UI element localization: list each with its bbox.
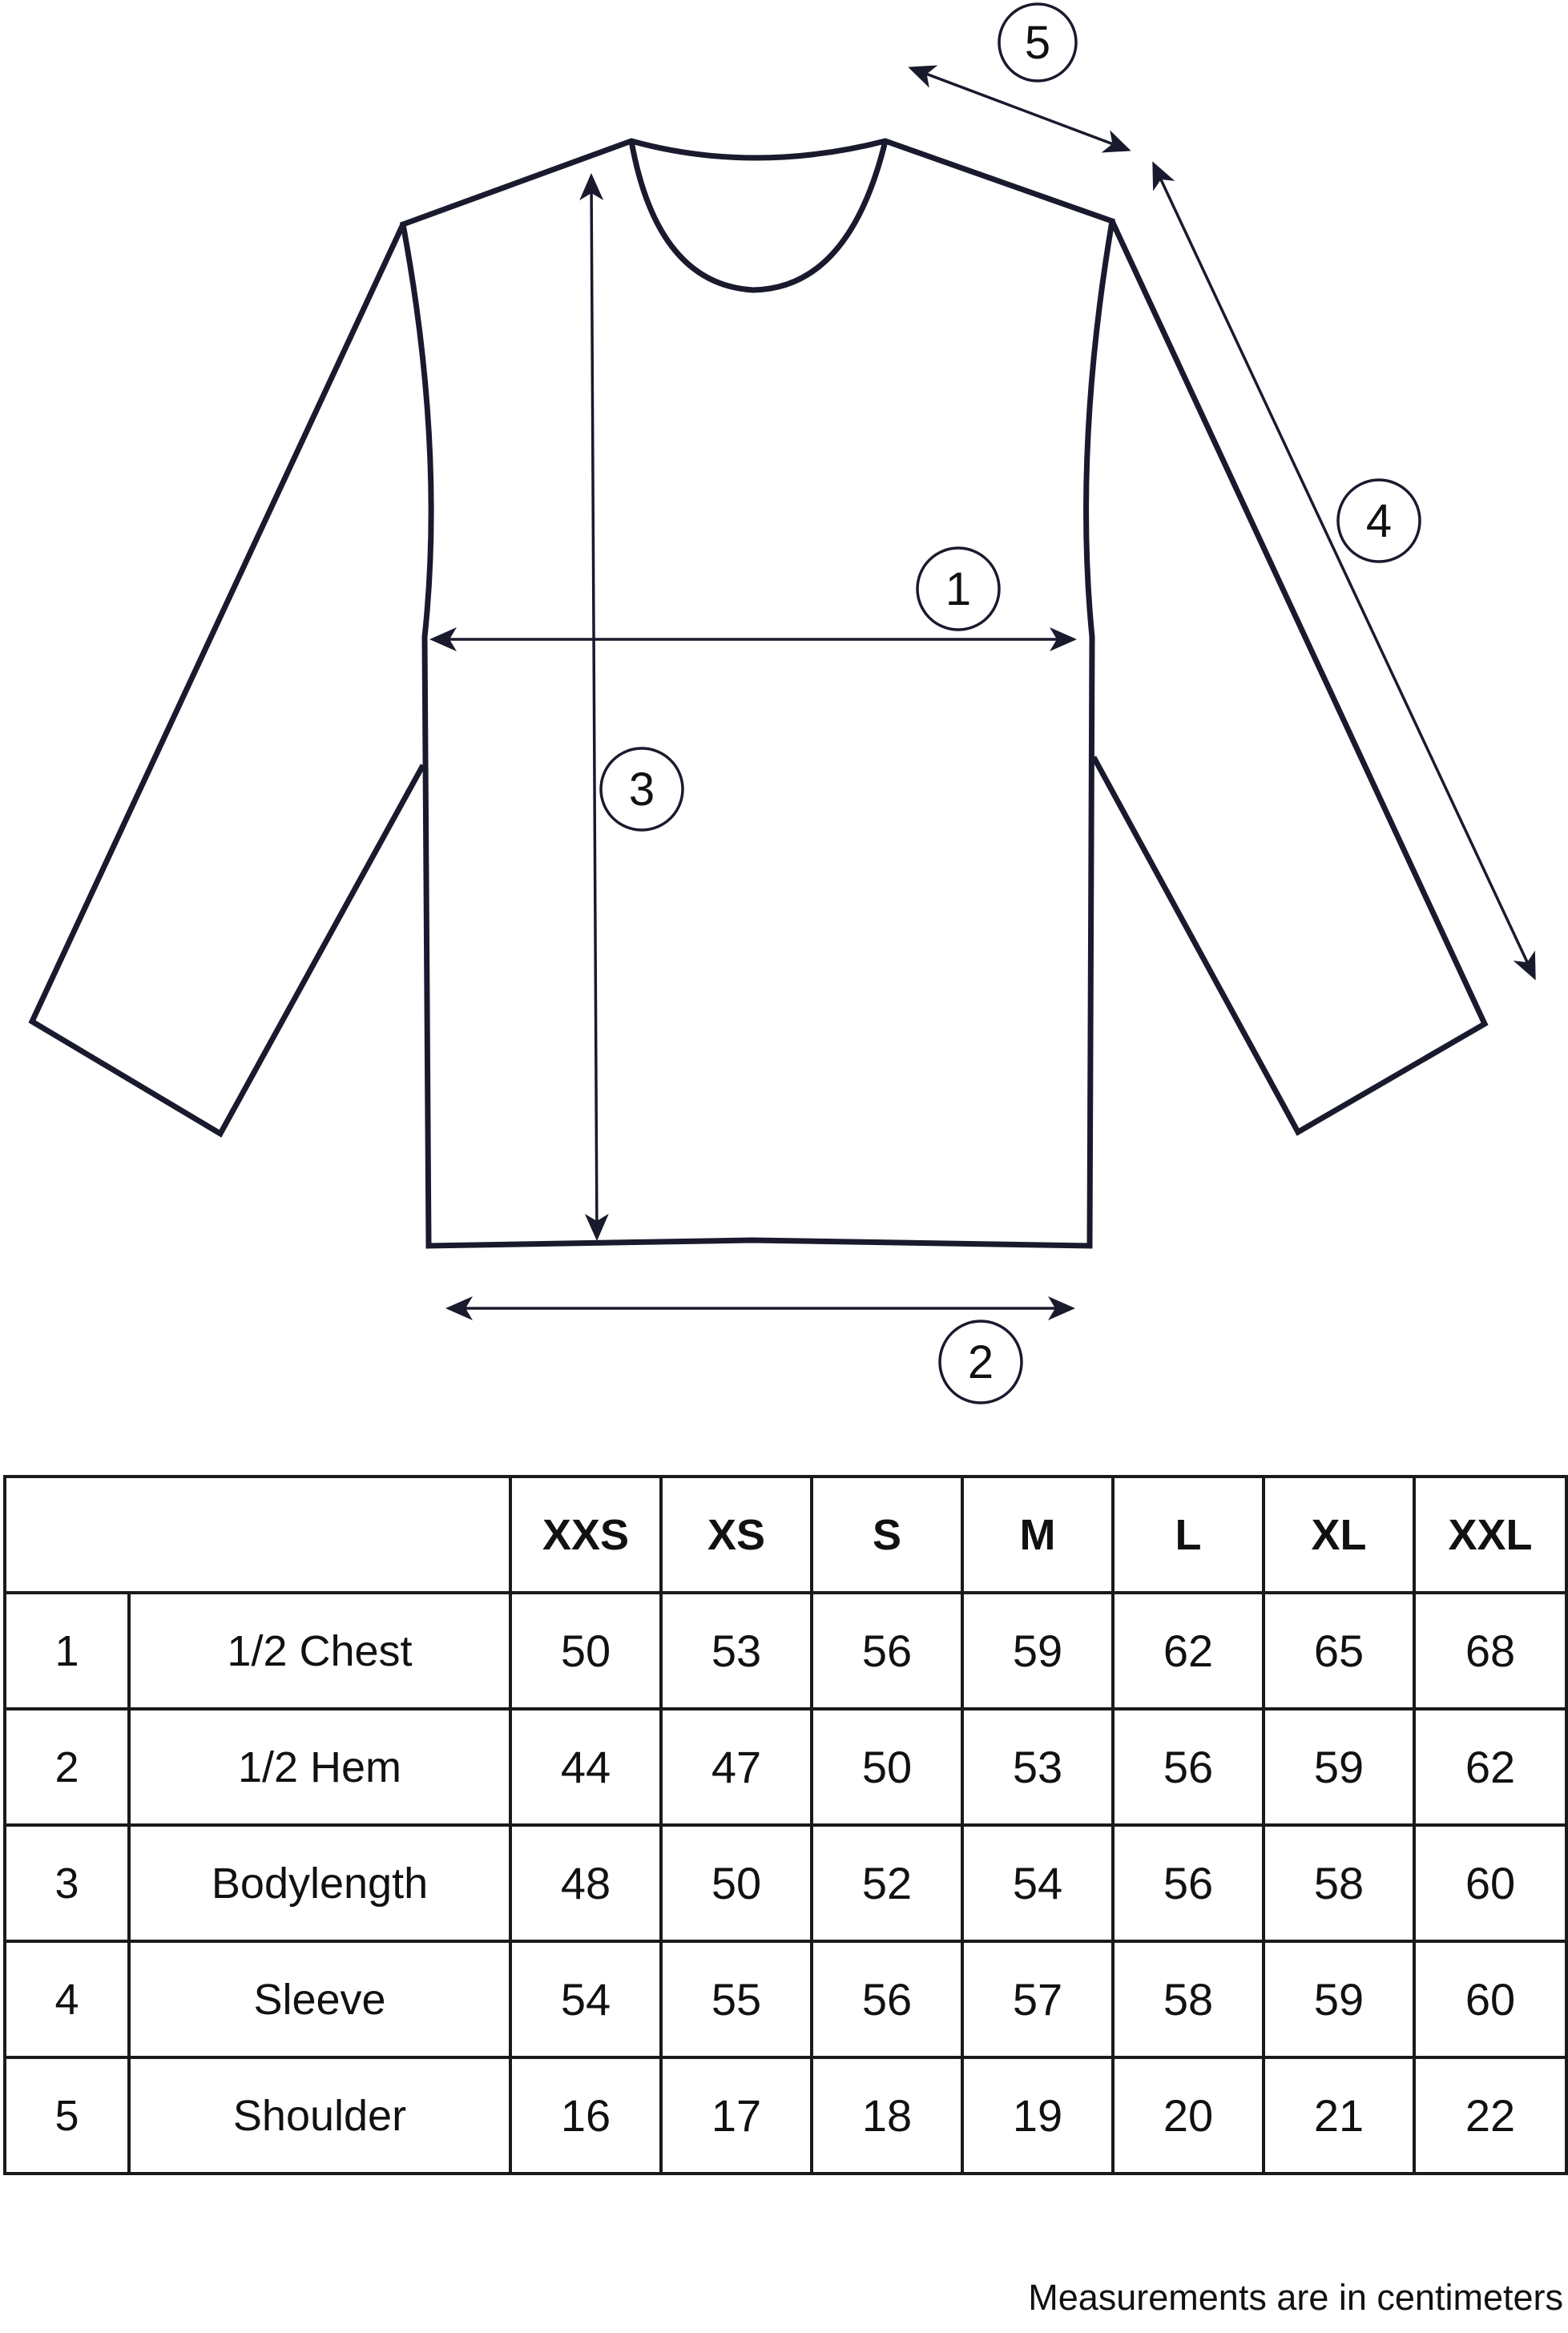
- right-sleeve-outline: [1090, 220, 1489, 1136]
- callout-4: 4: [1336, 478, 1421, 563]
- collar-outline: [628, 140, 889, 293]
- callout-1: 1: [916, 546, 1001, 631]
- shirt-outline: [28, 138, 1489, 1249]
- size-header-row: XXS XS S M L XL XXL: [3, 1475, 1568, 1594]
- value-cell: 18: [810, 2056, 964, 2175]
- row-number: 5: [3, 2056, 131, 2175]
- value-cell: 65: [1262, 1591, 1416, 1710]
- row-number: 3: [3, 1823, 131, 1943]
- arrow-shoulder: [908, 65, 1131, 153]
- callout-circle: [599, 747, 684, 832]
- size-header-xxl: XXL: [1413, 1475, 1568, 1594]
- value-cell: 58: [1111, 1940, 1265, 2059]
- value-cell: 50: [659, 1823, 813, 1943]
- arrow-bodylength: [579, 173, 609, 1241]
- value-cell: 60: [1413, 1823, 1568, 1943]
- size-header-xxs: XXS: [509, 1475, 663, 1594]
- measurement-arrows: [429, 65, 1536, 1320]
- value-cell: 20: [1111, 2056, 1265, 2175]
- value-cell: 56: [810, 1940, 964, 2059]
- value-cell: 56: [810, 1591, 964, 1710]
- value-cell: 59: [1262, 1707, 1416, 1827]
- value-cell: 53: [659, 1591, 813, 1710]
- table-row: 4 Sleeve 54 55 56 57 58 59 60: [3, 1940, 1568, 2059]
- row-number: 4: [3, 1940, 131, 2059]
- callout-label: 4: [1366, 495, 1392, 547]
- value-cell: 21: [1262, 2056, 1416, 2175]
- row-label: 1/2 Chest: [127, 1591, 512, 1710]
- value-cell: 54: [961, 1823, 1115, 1943]
- callout-label: 1: [945, 563, 971, 615]
- table-row: 2 1/2 Hem 44 47 50 53 56 59 62: [3, 1707, 1568, 1827]
- left-sleeve-outline: [28, 223, 426, 1138]
- value-cell: 56: [1111, 1823, 1265, 1943]
- callout-2: 2: [938, 1320, 1023, 1404]
- callout-label: 3: [629, 764, 655, 816]
- value-cell: 52: [810, 1823, 964, 1943]
- table-row: 3 Bodylength 48 50 52 54 56 58 60: [3, 1823, 1568, 1943]
- callout-label: 2: [968, 1336, 994, 1388]
- row-label: Bodylength: [127, 1823, 512, 1943]
- table-row: 1 1/2 Chest 50 53 56 59 62 65 68: [3, 1591, 1568, 1710]
- value-cell: 54: [509, 1940, 663, 2059]
- table-row: 5 Shoulder 16 17 18 19 20 21 22: [3, 2056, 1568, 2175]
- callout-3: 3: [599, 747, 684, 832]
- value-cell: 58: [1262, 1823, 1416, 1943]
- value-cell: 56: [1111, 1707, 1265, 1827]
- size-header-xs: XS: [659, 1475, 813, 1594]
- callout-label: 5: [1025, 17, 1050, 69]
- callout-circle: [1336, 478, 1421, 563]
- value-cell: 48: [509, 1823, 663, 1943]
- row-label: 1/2 Hem: [127, 1707, 512, 1827]
- size-header-m: M: [961, 1475, 1115, 1594]
- value-cell: 17: [659, 2056, 813, 2175]
- value-cell: 44: [509, 1707, 663, 1827]
- value-cell: 62: [1413, 1707, 1568, 1827]
- value-cell: 19: [961, 2056, 1115, 2175]
- value-cell: 59: [1262, 1940, 1416, 2059]
- size-header-l: L: [1111, 1475, 1265, 1594]
- value-cell: 55: [659, 1940, 813, 2059]
- row-number: 2: [3, 1707, 131, 1827]
- shirt-measurement-diagram: 1 2 3 4 5: [28, 2, 1536, 1404]
- value-cell: 50: [509, 1591, 663, 1710]
- value-cell: 60: [1413, 1940, 1568, 2059]
- measurement-unit-note: Measurements are in centimeters: [1028, 2277, 1563, 2318]
- row-number: 1: [3, 1591, 131, 1710]
- shirt-body-outline: [400, 138, 1115, 1249]
- header-empty-cell: [3, 1475, 512, 1594]
- value-cell: 22: [1413, 2056, 1568, 2175]
- size-chart-table: XXS XS S M L XL XXL 1 1/2 Chest 50 53 56…: [3, 1475, 1568, 2175]
- callout-circle: [938, 1320, 1023, 1404]
- callout-circle: [916, 546, 1001, 631]
- size-header-xl: XL: [1262, 1475, 1416, 1594]
- value-cell: 47: [659, 1707, 813, 1827]
- arrow-sleeve: [1152, 161, 1536, 981]
- callout-circle: [998, 2, 1078, 83]
- row-label: Sleeve: [127, 1940, 512, 2059]
- row-label: Shoulder: [127, 2056, 512, 2175]
- callout-5: 5: [998, 2, 1078, 83]
- value-cell: 50: [810, 1707, 964, 1827]
- size-header-s: S: [810, 1475, 964, 1594]
- value-cell: 68: [1413, 1591, 1568, 1710]
- value-cell: 16: [509, 2056, 663, 2175]
- value-cell: 53: [961, 1707, 1115, 1827]
- value-cell: 59: [961, 1591, 1115, 1710]
- value-cell: 62: [1111, 1591, 1265, 1710]
- value-cell: 57: [961, 1940, 1115, 2059]
